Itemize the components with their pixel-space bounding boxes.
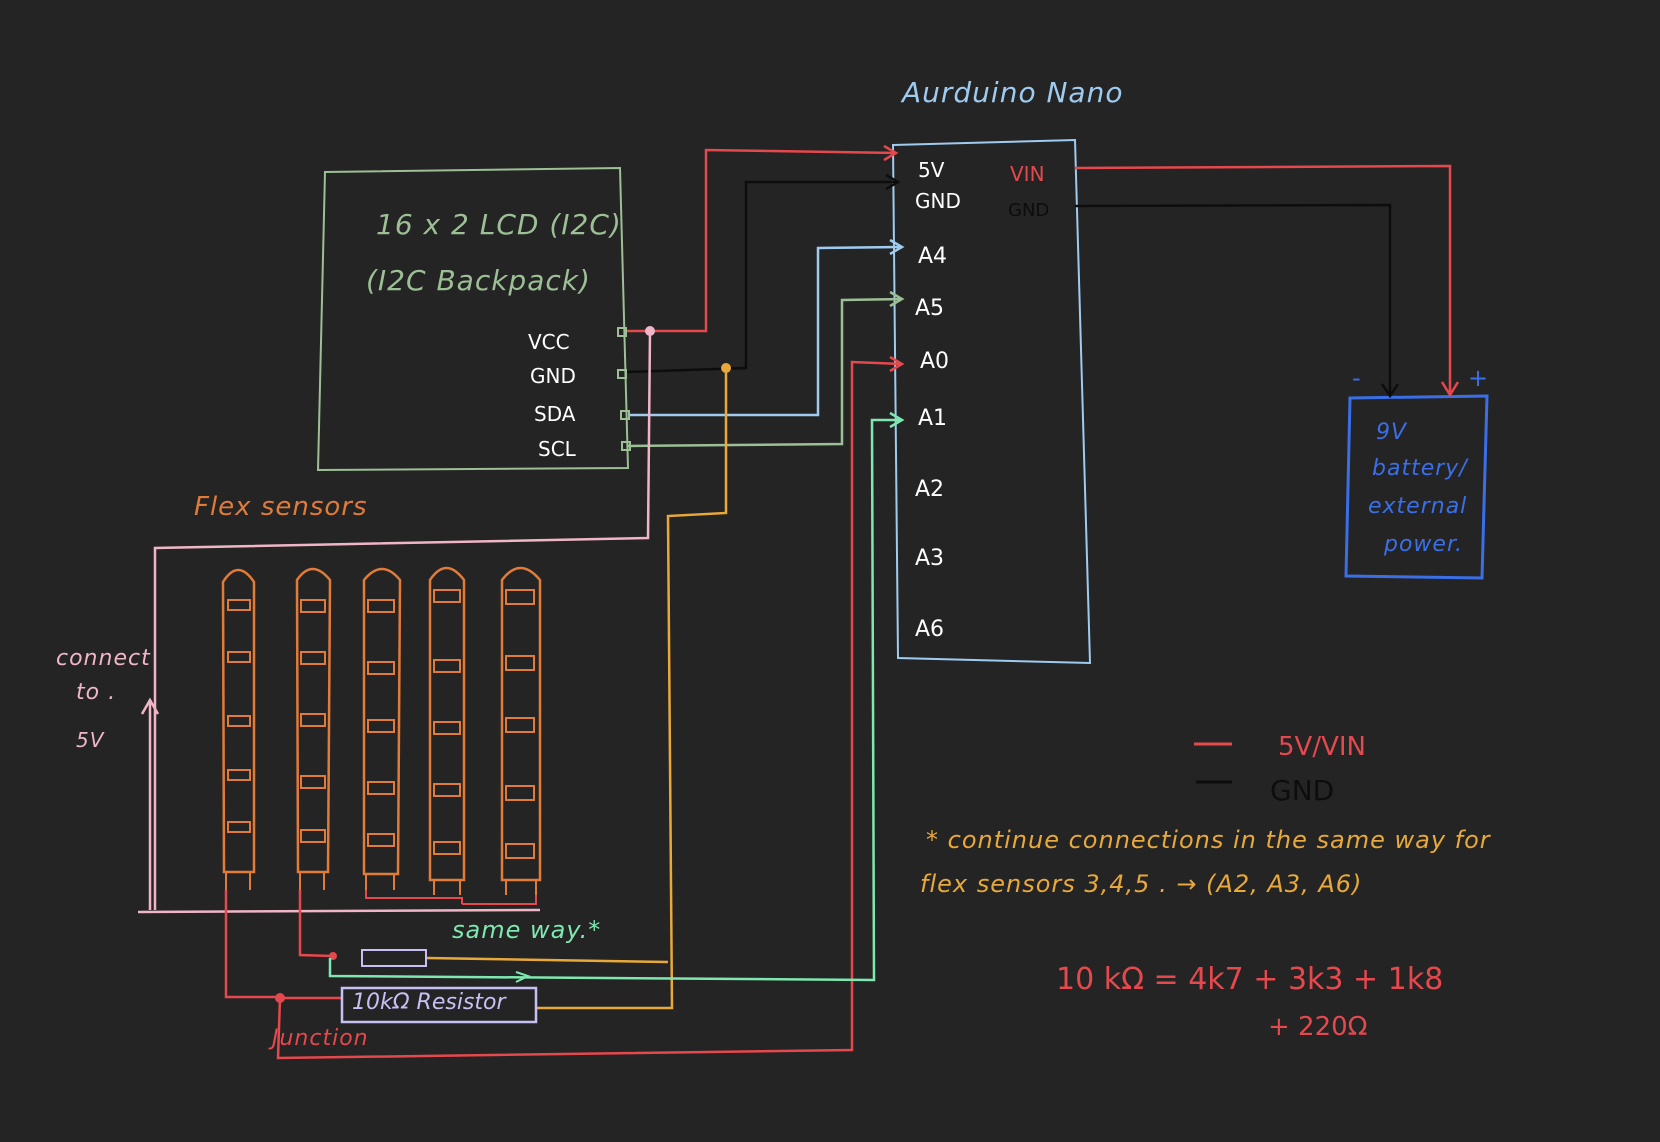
pin-5v: 5V [918, 158, 945, 182]
arduino-nano-box [891, 138, 1092, 665]
arrow-5v [883, 144, 899, 162]
flex-sensor-1 [221, 568, 256, 890]
wire-sda-to-a4 [628, 245, 903, 417]
battery-minus: - [1352, 364, 1361, 392]
arrow-a4 [889, 238, 905, 256]
legend-5v-label: 5V/VIN [1278, 732, 1366, 762]
wire-sensor2-to-a1 [328, 418, 902, 982]
battery-line4: power. [1384, 532, 1463, 557]
lcd-module-box [316, 166, 630, 472]
lcd-title-line1: 16 x 2 LCD (I2C) [376, 208, 622, 241]
arrow-battery-plus [1440, 381, 1460, 398]
pin-vin: VIN [1010, 162, 1045, 186]
resistor-10k-box [340, 986, 538, 1024]
wire-gnd-to-battery [1074, 203, 1392, 394]
battery-line2: battery/ [1372, 456, 1468, 481]
flex-title: Flex sensors [194, 492, 368, 522]
wire-pink-5v-feed [153, 330, 652, 910]
small-resistor [361, 949, 427, 967]
flex-sensor-4 [428, 566, 466, 895]
battery-plus: + [1468, 364, 1489, 392]
arrow-a5 [889, 290, 905, 308]
wire-sensor-links-2 [462, 895, 537, 905]
wire-yellow-small-resistor [426, 956, 669, 964]
pin-gnd: GND [915, 189, 961, 213]
legend-gnd-label: GND [1270, 774, 1335, 807]
wire-sensor1-to-junction [224, 890, 280, 999]
flex-sensor-5 [500, 566, 542, 895]
arrow-battery-minus [1380, 383, 1400, 399]
arrow-a1 [889, 411, 905, 429]
pin-a6: A6 [915, 617, 945, 642]
wire-sensor-links [365, 890, 463, 904]
junction-label: Junction [272, 1026, 369, 1051]
pin-a4: A4 [918, 244, 948, 269]
connect-note-2: to . [76, 680, 117, 705]
wire-lcd-gnd-to-gnd [625, 180, 897, 374]
battery-line3: external [1368, 494, 1468, 519]
lcd-pin-sda: SDA [534, 402, 576, 426]
connect-note-3: 5V [76, 728, 105, 752]
resistor-equation-2: + 220Ω [1268, 1012, 1368, 1042]
continue-note-1: * continue connections in the same way f… [926, 826, 1491, 854]
pin-a1: A1 [918, 406, 948, 431]
pin-gnd-right: GND [1008, 200, 1050, 221]
wire-vin-to-battery [1074, 164, 1452, 392]
arrow-mint-mid [515, 971, 531, 983]
arrow-gnd [885, 173, 901, 191]
wire-junction-to-a0 [276, 360, 903, 1060]
arduino-title: Aurduino Nano [902, 76, 1124, 109]
same-way-note: same way.* [452, 916, 602, 944]
lcd-pin-scl: SCL [538, 437, 576, 461]
battery-box [1344, 394, 1489, 580]
lcd-pin-vcc: VCC [528, 330, 570, 354]
flex-sensor-3 [362, 567, 402, 890]
lcd-title-line2: (I2C Backpack) [366, 264, 591, 297]
flex-sensor-2 [295, 567, 332, 890]
arrow-a0 [889, 355, 905, 373]
continue-note-2: flex sensors 3,4,5 . → (A2, A3, A6) [920, 870, 1363, 898]
junction-pink [645, 326, 655, 336]
battery-line1: 9V [1376, 420, 1408, 445]
resistor-10k-label: 10kΩ Resistor [352, 990, 506, 1015]
pin-a2: A2 [915, 477, 945, 502]
lcd-pin-stubs [617, 327, 631, 451]
junction-yellow [721, 363, 731, 373]
resistor-equation-1: 10 kΩ = 4k7 + 3k3 + 1k8 [1056, 962, 1444, 997]
connect-note-1: connect [56, 646, 151, 671]
pin-a3: A3 [915, 546, 945, 571]
lcd-pin-gnd: GND [530, 364, 576, 388]
pin-a0: A0 [920, 349, 950, 374]
wire-lcd-vcc-to-5v [626, 148, 896, 333]
wire-scl-to-a5 [627, 297, 903, 448]
flex-bottom-rail [137, 908, 541, 914]
wire-yellow-gnd [537, 368, 728, 1010]
wire-sensor2-to-small-resistor [298, 890, 333, 958]
pin-a5: A5 [915, 296, 945, 321]
